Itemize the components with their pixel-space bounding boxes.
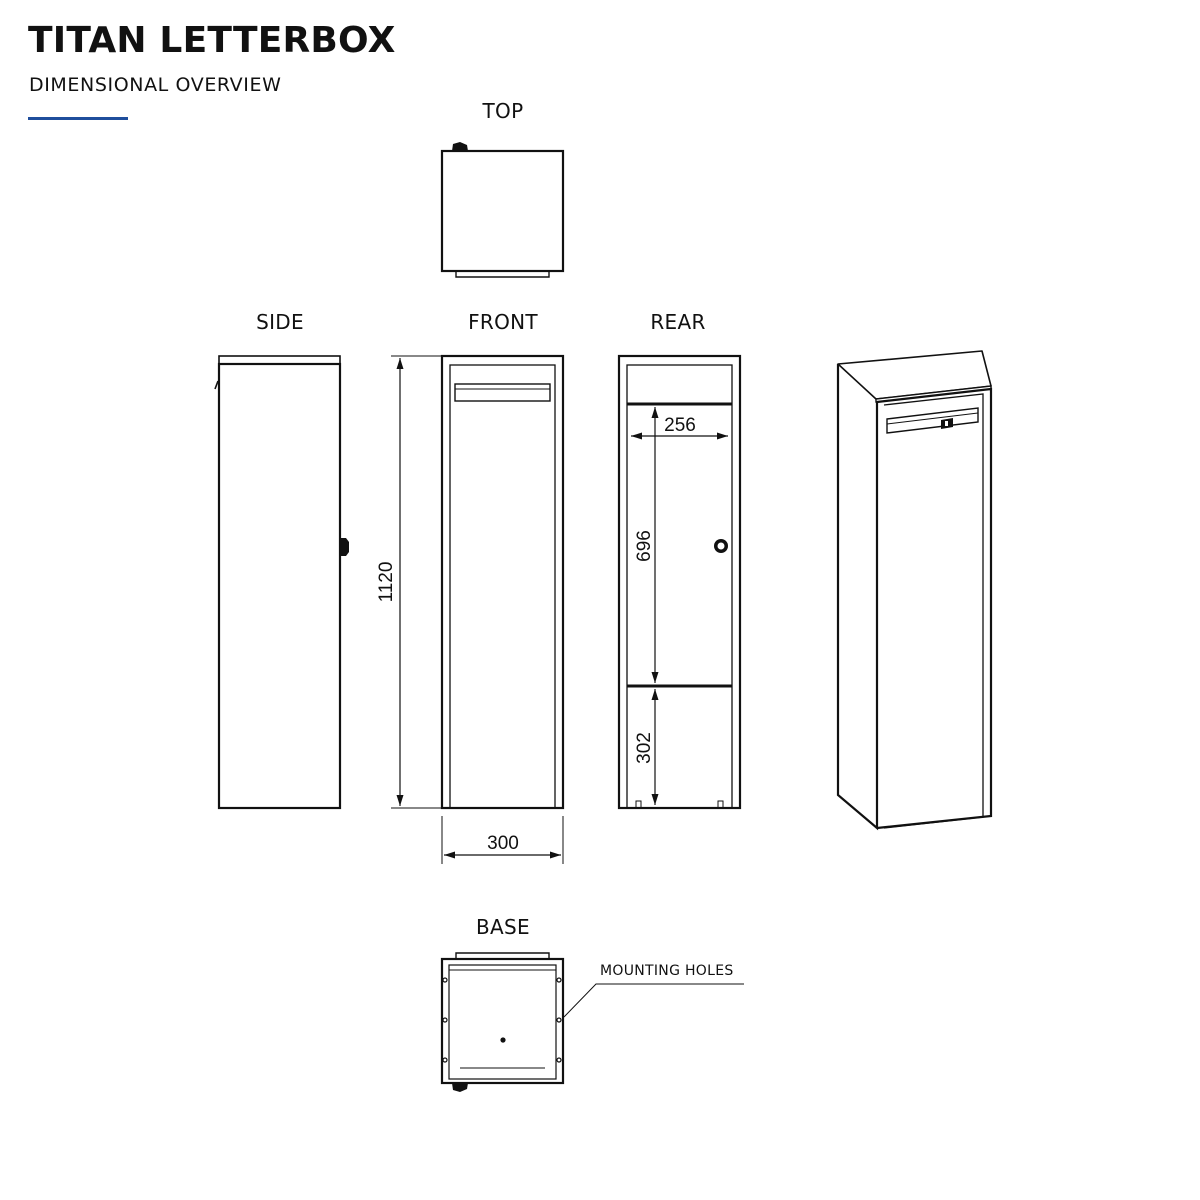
front-view-frame xyxy=(440,354,565,810)
mounting-hole xyxy=(442,1057,448,1063)
top-view-rear-lip xyxy=(455,271,550,278)
iso-mail-slot xyxy=(886,407,979,434)
base-view-inner-frame xyxy=(448,964,557,1080)
height-dimension-value: 1120 xyxy=(376,562,397,603)
mounting-hole xyxy=(556,1017,562,1023)
side-view: SIDE xyxy=(214,310,349,810)
page-subtitle: DIMENSIONAL OVERVIEW xyxy=(29,74,282,96)
base-view-outline xyxy=(440,957,565,1085)
base-view-lock-icon xyxy=(452,1083,468,1092)
rear-view-drain-slot-left xyxy=(635,800,642,808)
opening-height-dimension-value: 696 xyxy=(634,530,655,562)
rear-view-inner-frame xyxy=(626,364,733,809)
base-view-drain-hole xyxy=(500,1037,506,1043)
iso-front-frame xyxy=(876,387,993,830)
rear-view-label: REAR xyxy=(650,310,705,334)
iso-side-panel xyxy=(836,364,879,831)
rear-view-lock-keyhole xyxy=(717,542,725,550)
side-view-label: SIDE xyxy=(256,310,304,334)
side-view-lock-icon xyxy=(340,538,349,556)
side-view-lid xyxy=(218,355,341,365)
base-view: BASE MOUNTING HOLES xyxy=(440,915,744,1092)
front-view: FRONT 1120 300 xyxy=(376,310,565,864)
opening-width-dimension-value: 256 xyxy=(664,415,696,436)
title-accent-line xyxy=(28,117,128,120)
mounting-holes-leader-line xyxy=(563,983,744,1018)
top-view-label: TOP xyxy=(482,99,524,123)
side-view-body xyxy=(217,362,342,810)
front-view-door xyxy=(449,364,556,809)
rear-view: REAR 256 696 302 xyxy=(617,310,742,810)
rear-view-drain-slot-right xyxy=(717,800,724,808)
width-dimension-value: 300 xyxy=(487,833,519,854)
page-title: TITAN LETTERBOX xyxy=(28,20,396,61)
iso-door xyxy=(883,393,984,829)
iso-mail-slot-flap xyxy=(886,412,979,425)
mounting-holes xyxy=(442,977,562,1063)
isometric-view xyxy=(836,350,993,831)
top-view-outline xyxy=(440,149,565,273)
base-view-label: BASE xyxy=(476,915,530,939)
front-view-mail-slot xyxy=(454,383,551,402)
base-view-rear-lip xyxy=(455,952,550,959)
iso-lock-keyhole xyxy=(945,421,948,426)
front-view-label: FRONT xyxy=(468,310,538,334)
mounting-hole xyxy=(442,1017,448,1023)
mounting-hole xyxy=(556,1057,562,1063)
mounting-holes-label: MOUNTING HOLES xyxy=(600,963,734,979)
side-view-slot-edge xyxy=(214,380,219,390)
top-view: TOP xyxy=(440,99,565,278)
top-view-lock-icon xyxy=(452,142,468,151)
mounting-hole xyxy=(556,977,562,983)
lower-section-dimension-value: 302 xyxy=(634,732,655,764)
mounting-hole xyxy=(442,977,448,983)
